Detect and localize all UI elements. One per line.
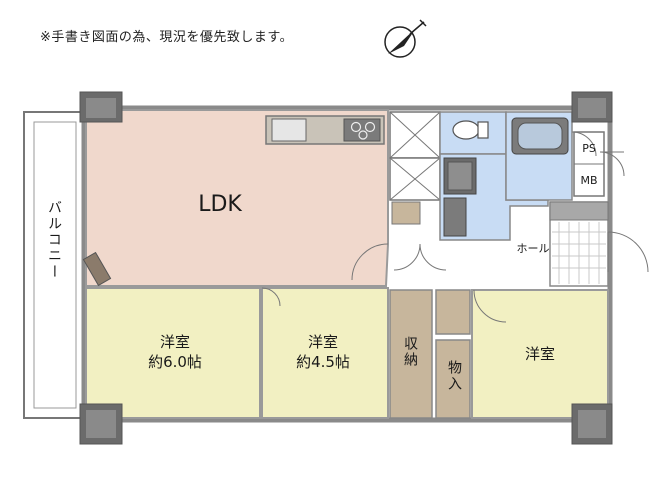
mb-label: MB	[580, 174, 598, 187]
toilet-icon	[452, 120, 489, 140]
western-room-1-floor	[85, 287, 261, 419]
closet-label: 収納	[402, 336, 418, 368]
western-room-3-floor	[471, 289, 609, 419]
ldk-floor	[85, 109, 389, 287]
bathtub-icon	[511, 117, 569, 155]
hall-label: ホール	[516, 242, 550, 255]
storage-label: 物入	[446, 360, 462, 392]
western-room-1-label: 洋室 約6.0帖	[148, 333, 202, 371]
stove-icon	[343, 118, 381, 142]
compass-north-icon	[384, 19, 427, 58]
storage-floor	[435, 339, 471, 419]
sink-icon	[271, 118, 307, 142]
balcony-label: バルコニー	[46, 200, 62, 280]
washbasin-icon	[443, 157, 477, 195]
western-room-2-label: 洋室 約4.5帖	[296, 333, 350, 371]
western-room-2-floor	[261, 287, 389, 419]
disclaimer-note: ※手書き図面の為、現況を優先致します。	[40, 30, 294, 45]
ldk-label: LDK	[198, 192, 242, 217]
closet-floor	[389, 289, 433, 419]
western-room-3-label: 洋室	[524, 345, 555, 363]
ps-label: PS	[582, 142, 596, 155]
